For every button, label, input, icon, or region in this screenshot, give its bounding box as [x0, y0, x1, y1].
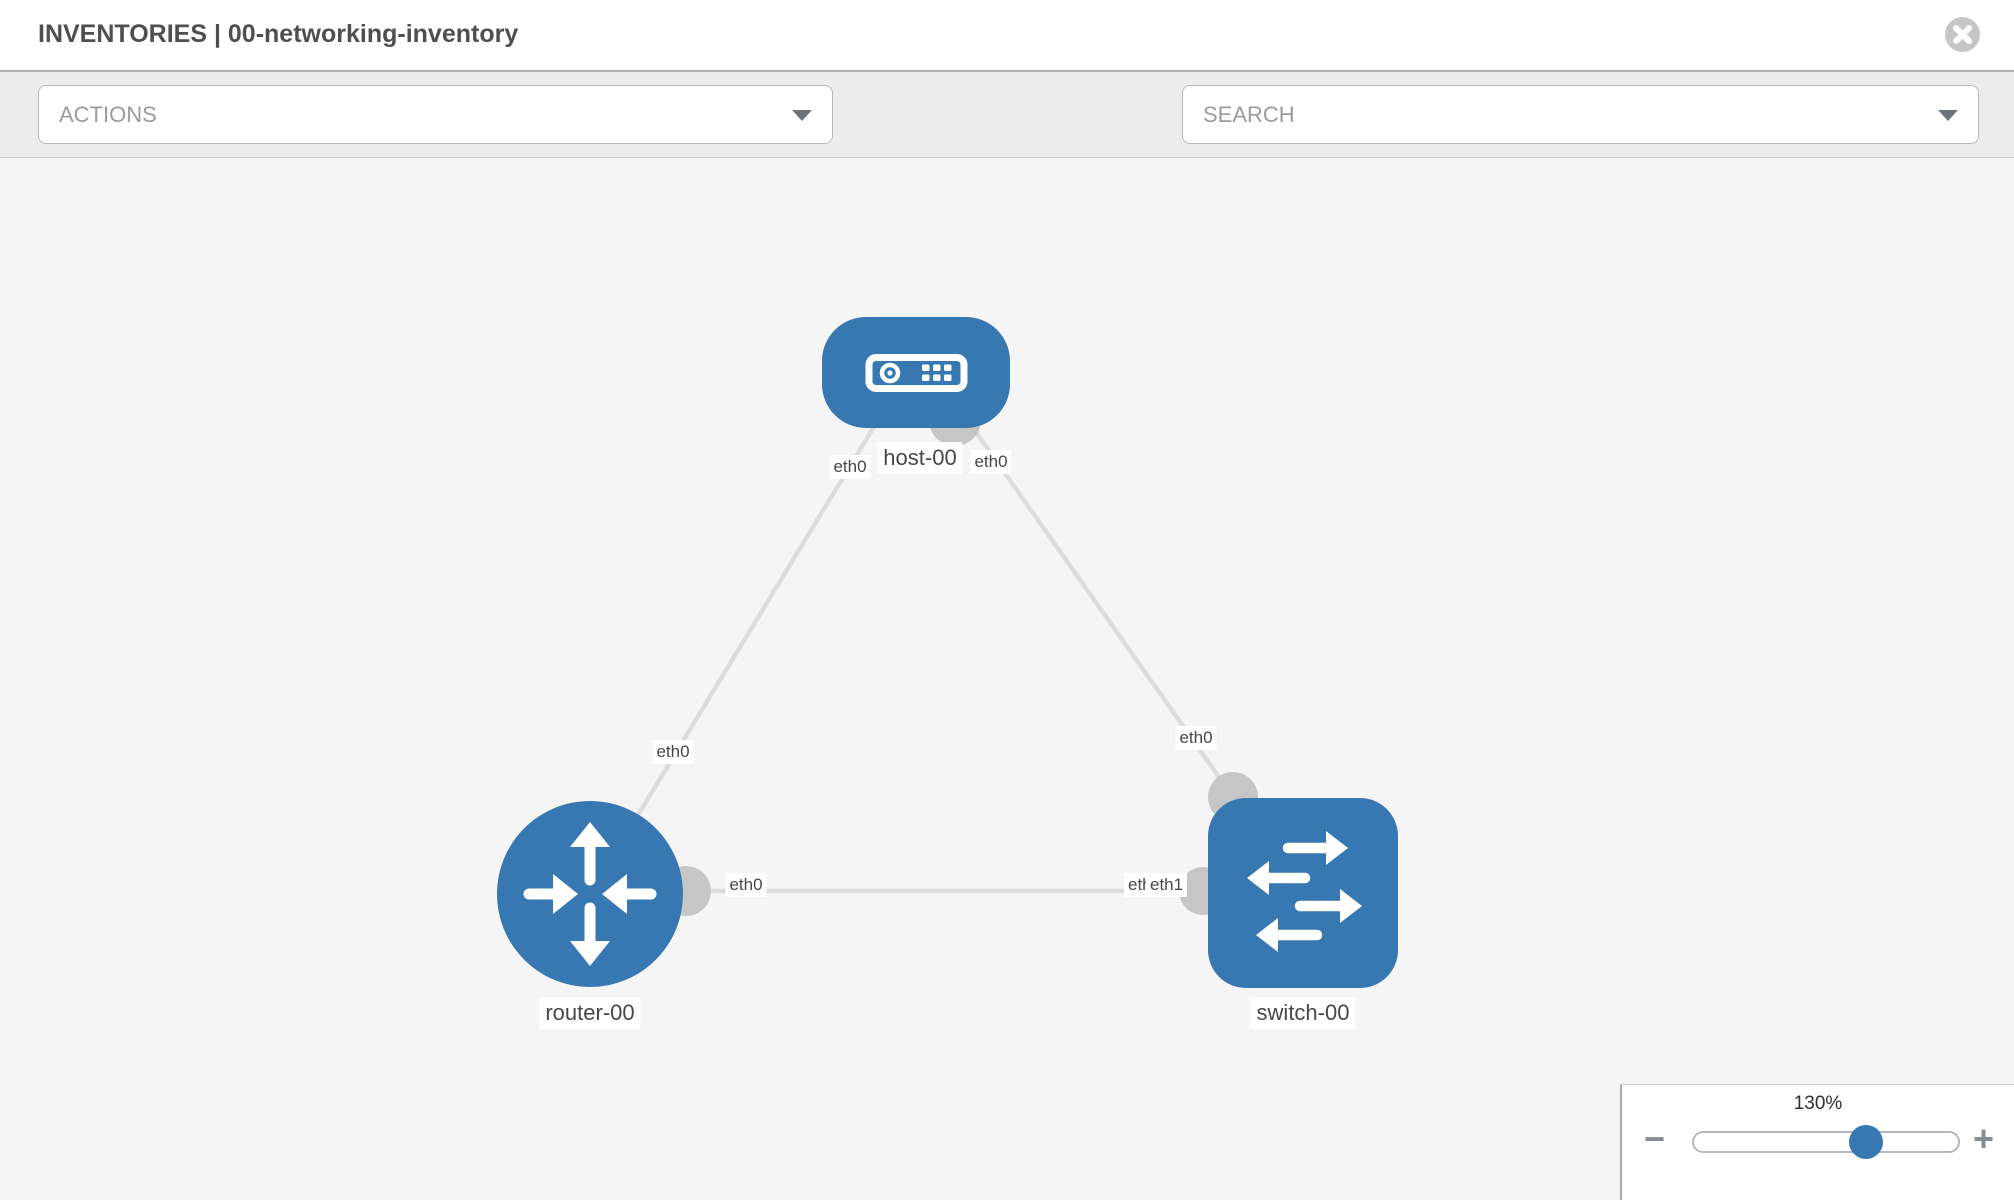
zoom-level-value: 130%	[1793, 1093, 1843, 1114]
zoom-slider[interactable]	[1692, 1125, 1960, 1159]
actions-dropdown-label: ACTIONS	[59, 102, 157, 127]
node-label-router: router-00	[539, 997, 641, 1029]
node-label-switch: switch-00	[1250, 997, 1356, 1029]
zoom-in-button[interactable]: +	[1972, 1118, 1994, 1159]
actions-dropdown[interactable]: ACTIONS	[38, 85, 833, 144]
if-label-router-to-host: eth0	[652, 740, 694, 764]
node-switch-00[interactable]	[1208, 798, 1398, 988]
node-label-host: host-00	[877, 442, 963, 474]
zoom-out-button[interactable]: −	[1644, 1118, 1666, 1159]
host-icon	[865, 354, 968, 392]
if-label-host-to-switch: eth0	[970, 450, 1012, 474]
node-host-00[interactable]	[822, 317, 1010, 428]
node-router-00[interactable]	[497, 801, 683, 987]
search-dropdown[interactable]: SEARCH	[1182, 85, 1979, 144]
if-label-switch-to-host: eth0	[1175, 726, 1217, 750]
switch-icon	[1247, 831, 1362, 952]
router-icon	[523, 822, 657, 966]
toolbar: ACTIONS SEARCH	[0, 72, 2014, 207]
if-label-host-to-router: eth0	[829, 455, 871, 479]
topology-canvas[interactable]: host-00 router-00 switch-00 eth0 eth0 et…	[0, 158, 2014, 1200]
if-label-switch-to-router: eth1	[1146, 873, 1188, 897]
close-button[interactable]	[1945, 17, 1980, 52]
zoom-slider-thumb[interactable]	[1849, 1125, 1883, 1159]
chevron-down-icon	[792, 109, 812, 121]
close-icon	[1953, 25, 1972, 44]
chevron-down-icon	[1938, 109, 1958, 121]
search-dropdown-label: SEARCH	[1203, 102, 1295, 127]
header: INVENTORIES | 00-networking-inventory	[0, 0, 2014, 72]
if-label-router-to-switch: eth0	[725, 873, 767, 897]
zoom-control-panel: 130% − +	[1620, 1084, 2014, 1200]
page-title: INVENTORIES | 00-networking-inventory	[38, 20, 519, 48]
